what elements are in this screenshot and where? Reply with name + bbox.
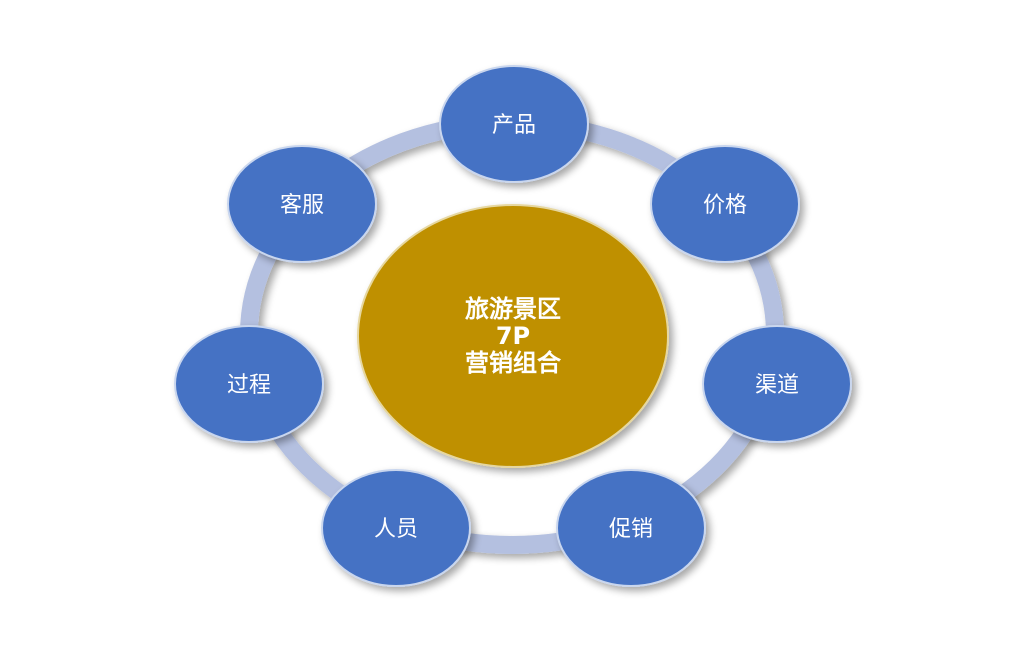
center-label-line-3: 营销组合: [465, 349, 562, 377]
node-label: 渠道: [755, 373, 799, 398]
node-channel: 渠道: [702, 325, 852, 443]
node-price: 价格: [650, 145, 800, 263]
node-label: 价格: [703, 193, 747, 218]
node-label: 促销: [609, 517, 653, 542]
center-node: 旅游景区 7P 营销组合: [357, 204, 669, 468]
node-label: 客服: [280, 193, 324, 218]
node-label: 过程: [227, 373, 271, 398]
node-label: 产品: [492, 113, 536, 138]
node-process: 过程: [174, 325, 324, 443]
center-label-line-2: 7P: [496, 322, 530, 350]
node-label: 人员: [374, 517, 418, 542]
node-promotion: 促销: [556, 469, 706, 587]
center-label-line-1: 旅游景区: [465, 295, 561, 323]
node-people: 人员: [321, 469, 471, 587]
node-service: 客服: [227, 145, 377, 263]
node-product: 产品: [439, 65, 589, 183]
